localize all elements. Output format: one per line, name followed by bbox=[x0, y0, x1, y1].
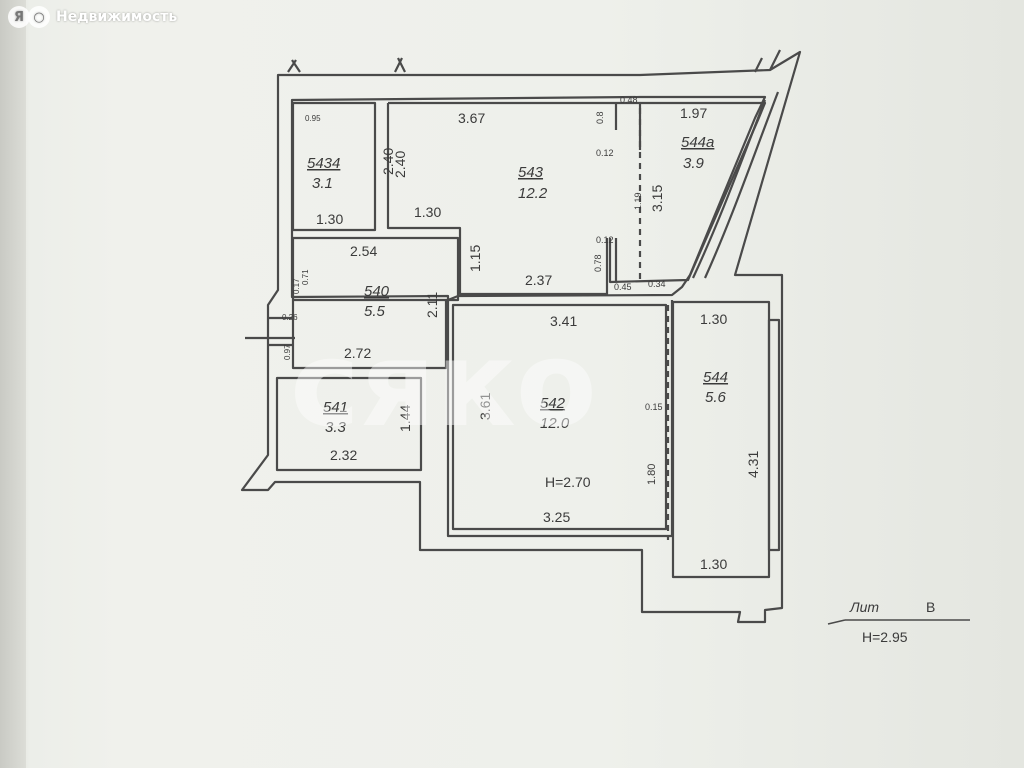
room-541-area: 3.3 bbox=[325, 419, 347, 436]
dim-325: 3.25 bbox=[543, 509, 570, 525]
room-542-outline bbox=[451, 303, 668, 531]
dim-237: 2.37 bbox=[525, 272, 552, 288]
dim-095: 0.95 bbox=[305, 114, 321, 123]
ceiling-height-label: Н=2.70 bbox=[545, 474, 591, 490]
room-542-area: 12.0 bbox=[540, 415, 570, 432]
dim-071: 0.71 bbox=[301, 269, 310, 285]
dim-08: 0.8 bbox=[595, 111, 605, 124]
wall-outlines bbox=[240, 49, 802, 624]
room-544a-number: 544a bbox=[681, 134, 714, 151]
photo-edge-shadow bbox=[0, 0, 26, 768]
outer-wall-inner bbox=[290, 95, 767, 302]
corridor-marks bbox=[245, 316, 295, 347]
dim-015: 0.15 bbox=[645, 402, 663, 412]
dim-130b: 1.30 bbox=[414, 204, 441, 220]
dim-211: 2.11 bbox=[424, 292, 440, 318]
site-watermark: Я ○ Недвижимость bbox=[8, 6, 177, 28]
dim-012a: 0.12 bbox=[596, 148, 614, 158]
dim-341: 3.41 bbox=[550, 313, 577, 329]
dimension-labels: 3.67 1.97 1.30 1.30 2.54 2.37 3.41 1.30 … bbox=[282, 95, 761, 572]
stamp-lines bbox=[827, 619, 970, 625]
stamp-lit-label: Лит bbox=[849, 599, 879, 615]
room-542-number: 542 bbox=[540, 395, 566, 412]
dim-367: 3.67 bbox=[458, 110, 485, 126]
watermark-logo-right: ○ bbox=[28, 6, 50, 28]
balcony-arc bbox=[692, 99, 767, 279]
dim-119: 1.19 bbox=[633, 192, 643, 210]
dim-130c: 1.30 bbox=[700, 311, 727, 327]
dim-026: 0.26 bbox=[282, 313, 298, 322]
room-5434-area: 3.1 bbox=[312, 175, 333, 192]
dim-197: 1.97 bbox=[680, 105, 707, 121]
dim-431: 4.31 bbox=[745, 451, 761, 478]
dim-097: 0.97 bbox=[283, 344, 292, 360]
dim-144: 1.44 bbox=[397, 405, 413, 432]
dim-078: 0.78 bbox=[593, 254, 603, 272]
stamp-height: Н=2.95 bbox=[862, 629, 908, 645]
room-544-area: 5.6 bbox=[705, 389, 727, 406]
balcony-arc-2 bbox=[703, 91, 780, 279]
dim-012b: 0.12 bbox=[596, 235, 614, 245]
dim-045: 0.45 bbox=[614, 282, 632, 292]
dim-034: 0.34 bbox=[648, 279, 666, 289]
dim-361: 3.61 bbox=[477, 393, 493, 420]
dim-180: 1.80 bbox=[646, 464, 658, 485]
room-543-number: 543 bbox=[518, 164, 544, 181]
dim-048: 0.48 bbox=[620, 95, 638, 105]
room-labels: 5434 3.1 543 12.2 544a 3.9 540 5.5 541 3… bbox=[307, 134, 728, 436]
dim-240a: 2.40 bbox=[380, 148, 396, 175]
dim-130d: 1.30 bbox=[700, 556, 727, 572]
dim-115: 1.15 bbox=[467, 245, 483, 272]
room-5434-outline bbox=[291, 101, 377, 232]
dim-240b: 2.40 bbox=[392, 151, 408, 178]
room-541-number: 541 bbox=[323, 399, 348, 416]
room-544-outline bbox=[671, 300, 771, 579]
dim-130a: 1.30 bbox=[316, 211, 343, 227]
stamp-line-tail bbox=[827, 619, 846, 625]
outer-wall-outer bbox=[240, 50, 802, 624]
room-544-number: 544 bbox=[703, 369, 728, 386]
room-544-window bbox=[767, 318, 781, 552]
dim-232: 2.32 bbox=[330, 447, 357, 463]
room-540-number: 540 bbox=[364, 283, 390, 300]
room-544a-area: 3.9 bbox=[683, 155, 705, 172]
room-544a-outline bbox=[608, 101, 767, 284]
watermark-label: Недвижимость bbox=[56, 9, 178, 25]
dim-254: 2.54 bbox=[350, 243, 377, 259]
room-5434-number: 5434 bbox=[307, 155, 340, 172]
window-marks-top bbox=[287, 49, 781, 73]
watermark-logo-left: Я bbox=[8, 6, 30, 28]
room-541-outline bbox=[275, 376, 423, 472]
room-540-outline bbox=[291, 236, 460, 302]
overlay-watermark: сяко bbox=[290, 315, 597, 453]
room-540-lower bbox=[291, 300, 448, 370]
dim-272: 2.72 bbox=[344, 345, 371, 361]
stamp-lit-value: В bbox=[926, 599, 935, 615]
dim-017: 0.17 bbox=[292, 278, 301, 294]
room-540-area: 5.5 bbox=[364, 303, 386, 320]
dim-315: 3.15 bbox=[649, 185, 665, 212]
room-543-area: 12.2 bbox=[518, 185, 548, 202]
litera-stamp: Лит В Н=2.95 bbox=[849, 599, 935, 645]
